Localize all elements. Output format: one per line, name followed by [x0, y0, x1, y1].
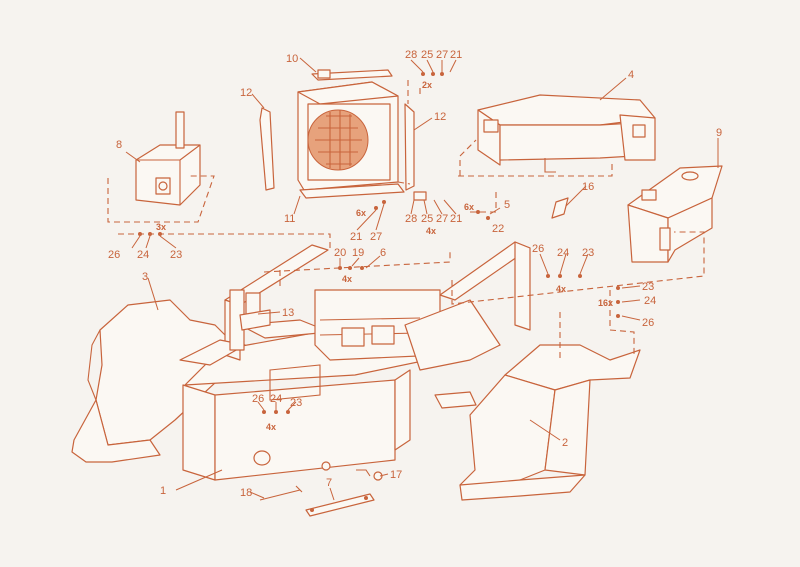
- qty-side: 16x: [598, 298, 613, 308]
- hw-radiator-left-1: 21: [350, 231, 362, 243]
- label-part-18: 18: [240, 487, 252, 499]
- clip-17-part: [356, 469, 383, 481]
- qty-radiator-bottom: 4x: [426, 226, 436, 236]
- label-part-8: 8: [116, 139, 122, 151]
- hw-side-2: 24: [644, 295, 656, 307]
- qty-radiator-left: 6x: [356, 208, 366, 218]
- label-part-11: 11: [284, 213, 295, 225]
- hw-oil-tank-3: 23: [170, 249, 182, 261]
- qty-frame: 4x: [266, 422, 276, 432]
- radiator-assembly-part: [259, 69, 427, 201]
- hw-oil-tank-1: 26: [108, 249, 120, 261]
- label-part-17: 17: [390, 469, 402, 481]
- label-part-13: 13: [282, 307, 294, 319]
- hw-radiator-top-4: 21: [450, 49, 462, 61]
- hardware-labels: 28 25 27 21 2x 28 25 27 21 4x 6x 21 27 3…: [108, 49, 656, 432]
- hood-part: [477, 94, 656, 173]
- label-part-12-right: 12: [434, 111, 446, 123]
- pin-18-part: [259, 461, 331, 501]
- hw-frame-1: 26: [252, 393, 264, 405]
- hw-side-1: 23: [642, 281, 654, 293]
- hw-hood-1: 22: [492, 223, 504, 235]
- qty-hood: 6x: [464, 202, 474, 212]
- leader-lines: [125, 57, 719, 501]
- label-part-1: 1: [160, 485, 166, 497]
- hw-frame-3: 23: [290, 397, 302, 409]
- label-part-4: 4: [628, 69, 634, 81]
- main-frame-part: [179, 241, 531, 481]
- label-part-10: 10: [286, 53, 298, 65]
- label-part-3: 3: [142, 271, 148, 283]
- hw-radiator-bottom-1: 28: [405, 213, 417, 225]
- right-fender-part: [459, 344, 641, 501]
- label-part-7: 7: [326, 477, 332, 489]
- qty-right: 4x: [556, 284, 566, 294]
- hw-radiator-top-1: 28: [405, 49, 417, 61]
- hw-side-3: 26: [642, 317, 654, 329]
- link-7-part: [305, 493, 375, 517]
- hw-mid-1: 20: [334, 247, 346, 259]
- hw-radiator-top-3: 27: [436, 49, 448, 61]
- hw-frame-2: 24: [270, 393, 282, 405]
- oil-tank-part: [135, 111, 201, 206]
- hw-radiator-bottom-2: 25: [421, 213, 433, 225]
- label-part-16: 16: [582, 181, 594, 193]
- hw-right-2: 24: [557, 247, 569, 259]
- bolt-markers: [138, 72, 620, 414]
- hw-oil-tank-2: 24: [137, 249, 149, 261]
- bracket-13-part: [239, 309, 271, 331]
- label-part-2: 2: [562, 437, 568, 449]
- label-part-9: 9: [716, 127, 722, 139]
- hw-right-3: 23: [582, 247, 594, 259]
- hw-radiator-left-2: 27: [370, 231, 382, 243]
- hw-mid-2: 19: [352, 247, 364, 259]
- label-part-5: 5: [504, 199, 510, 211]
- hw-right-1: 26: [532, 243, 544, 255]
- hw-radiator-bottom-4: 21: [450, 213, 462, 225]
- plate-16-part: [551, 197, 569, 219]
- label-part-6: 6: [380, 247, 386, 259]
- qty-mid: 4x: [342, 274, 352, 284]
- hw-radiator-top-2: 25: [421, 49, 433, 61]
- left-fender-part: [71, 299, 246, 463]
- label-part-12-left: 12: [240, 87, 252, 99]
- fuel-tank-part: [627, 165, 723, 263]
- qty-oil-tank: 3x: [156, 222, 166, 232]
- part-number-labels: 1 2 3 4 5 6 7 8 9 10 11 12 12 13 16 17 1…: [116, 53, 722, 499]
- assembly-dashed-lines: [107, 80, 705, 360]
- hw-radiator-bottom-3: 27: [436, 213, 448, 225]
- qty-radiator-top: 2x: [422, 80, 432, 90]
